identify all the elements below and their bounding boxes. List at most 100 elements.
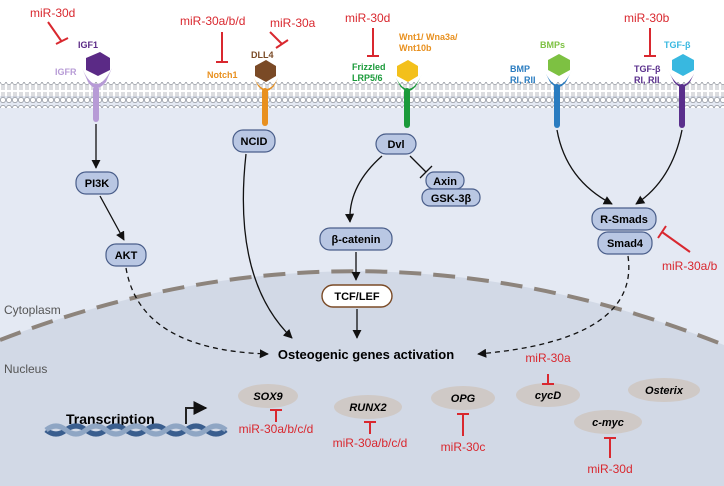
gene-cycd-label: cycD	[535, 390, 561, 402]
frizzled-label-2: LRP5/6	[352, 73, 383, 83]
node-beta-catenin-label: β-catenin	[332, 234, 381, 246]
transcription-label: Transcription	[66, 411, 155, 427]
inhibit-dvl-axin	[409, 155, 433, 179]
dll4-label: DLL4	[251, 50, 274, 60]
bmpr-label-1: BMP	[510, 64, 530, 74]
node-dvl-label: Dvl	[387, 139, 404, 151]
dna-helix	[44, 423, 228, 437]
tgfb-stalk	[679, 84, 685, 128]
node-rsmads	[591, 207, 657, 231]
bmpr-label-2: RI, RII	[510, 75, 536, 85]
cell-membrane	[0, 82, 724, 108]
node-gsk3b	[421, 188, 481, 207]
node-tcf-lef	[321, 284, 393, 308]
tgfb-receptor	[668, 70, 696, 87]
igf1-ligand	[86, 52, 110, 76]
gene-cycd	[516, 383, 580, 407]
gene-opg	[431, 386, 495, 410]
osteogenic-activation-label: Osteogenic genes activation	[278, 347, 454, 362]
gene-runx2-label: RUNX2	[349, 402, 386, 414]
gene-osterix-label: Osterix	[645, 385, 684, 397]
arrow-tgf-smads	[635, 129, 683, 205]
inhibit-opg	[457, 413, 469, 436]
node-tcf-lef-label: TCF/LEF	[334, 291, 379, 303]
frizzled-label-1: Frizzled	[352, 62, 386, 72]
bmp-stalk	[554, 84, 560, 128]
gene-osterix	[628, 378, 700, 402]
igfr-stalk	[93, 86, 99, 122]
gene-opg-label: OPG	[451, 393, 476, 405]
cytoplasm-label: Cytoplasm	[4, 303, 61, 317]
mirna-sox9: miR-30a/b/c/d	[239, 422, 314, 436]
nuclear-envelope	[0, 269, 724, 347]
arrow-ncid-genes	[242, 153, 293, 339]
bmps-label: BMPs	[540, 40, 565, 50]
tgfb-label: TGF-β	[664, 40, 691, 50]
node-axin-label: Axin	[433, 176, 457, 188]
inhibit-tgf	[644, 28, 656, 57]
mirna-cmyc: miR-30d	[587, 462, 632, 476]
gene-cmyc-label: c-myc	[592, 417, 624, 429]
node-ncid-label: NCID	[241, 136, 268, 148]
mirna-tgf: miR-30b	[624, 11, 670, 25]
inhibit-notch	[216, 32, 228, 63]
node-akt	[105, 243, 147, 267]
notch1-stalk	[262, 88, 268, 126]
arrow-smads-genes	[477, 255, 630, 358]
inhibit-smads	[657, 225, 691, 253]
transcription-start-arrow	[185, 401, 208, 424]
node-akt-label: AKT	[115, 250, 138, 262]
mirna-dll4: miR-30a	[270, 16, 316, 30]
node-rsmads-label: R-Smads	[600, 214, 648, 226]
mirna-notch: miR-30a/b/d	[180, 14, 245, 28]
arrow-bmp-smads	[556, 129, 613, 205]
frizzled-receptor	[394, 74, 422, 91]
inhibit-dll4	[269, 31, 289, 49]
tgfb-ligand	[672, 54, 694, 76]
frizzled-stalk	[404, 88, 410, 128]
mirna-opg: miR-30c	[441, 440, 486, 454]
igf1-label: IGF1	[78, 40, 98, 50]
gene-runx2	[334, 395, 402, 419]
mirna-smads: miR-30a/b	[662, 259, 718, 273]
igfr-receptor	[82, 68, 112, 88]
arrow-pi3k-akt	[99, 195, 125, 241]
node-smad4-label: Smad4	[607, 238, 644, 250]
nucleus-label: Nucleus	[4, 362, 47, 376]
inhibit-sox9	[270, 409, 282, 422]
wnt-label-1: Wnt1/ Wna3a/	[399, 32, 458, 42]
tgfbr-label-1: TGF-β	[634, 64, 661, 74]
gene-sox9-label: SOX9	[253, 391, 283, 403]
inhibit-runx2	[364, 421, 376, 434]
notch1-receptor	[252, 74, 280, 91]
node-pi3k	[75, 171, 119, 195]
node-gsk3b-label: GSK-3β	[431, 193, 472, 205]
wnt-ligand	[397, 60, 418, 82]
tgfbr-label-2: RI, RII	[634, 75, 660, 85]
inhibit-cmyc	[604, 437, 616, 458]
mirna-igf1: miR-30d	[30, 6, 75, 20]
gene-sox9	[238, 384, 298, 408]
igfr-label: IGFR	[55, 67, 77, 77]
node-smad4	[597, 231, 653, 255]
mirna-frizzled: miR-30d	[345, 11, 390, 25]
dll4-ligand	[255, 60, 276, 82]
node-beta-catenin	[319, 227, 393, 251]
bmp-receptor	[544, 70, 572, 87]
node-pi3k-label: PI3K	[85, 178, 110, 190]
mirna-cycd: miR-30a	[525, 351, 571, 365]
inhibit-frizzled	[367, 28, 379, 57]
node-ncid	[232, 129, 276, 153]
inhibit-igf1	[47, 21, 69, 45]
gene-cmyc	[574, 410, 642, 434]
mirna-runx2: miR-30a/b/c/d	[333, 436, 408, 450]
arrow-akt-genes	[125, 267, 269, 359]
wnt-label-2: Wnt10b	[399, 43, 432, 53]
notch1-label: Notch1	[207, 70, 238, 80]
node-dvl	[375, 133, 417, 155]
inhibit-cycd	[542, 374, 554, 385]
bmp-ligand	[548, 54, 570, 76]
arrow-dvl-catenin	[345, 155, 383, 223]
